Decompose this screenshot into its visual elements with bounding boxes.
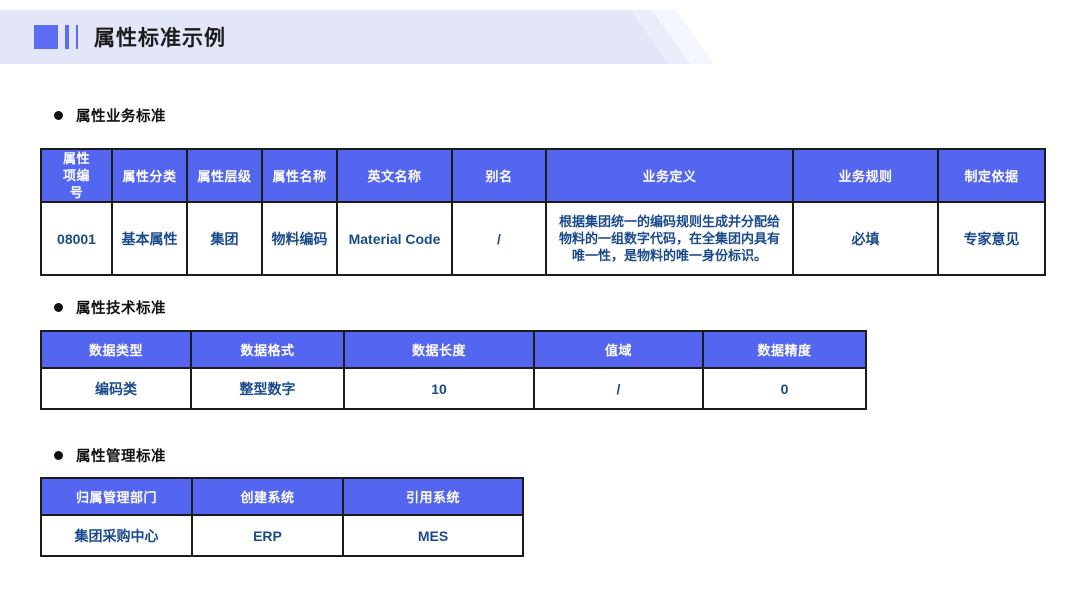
table-row: 编码类 整型数字 10 / 0	[40, 367, 867, 410]
bullet-icon	[54, 111, 63, 120]
technical-standard-table: 数据类型 数据格式 数据长度 值域 数据精度 编码类 整型数字 10 / 0	[40, 330, 867, 410]
data-cell: MES	[342, 514, 524, 557]
header-cell: 属性层级	[186, 148, 263, 203]
header-cell: 创建系统	[191, 477, 344, 516]
data-cell: 物料编码	[261, 201, 338, 276]
header-cell: 数据精度	[702, 330, 867, 369]
data-cell: 0	[702, 367, 867, 410]
header-cell: 引用系统	[342, 477, 524, 516]
data-cell: 专家意见	[937, 201, 1046, 276]
table-header-row: 数据类型 数据格式 数据长度 值域 数据精度	[40, 330, 867, 369]
header-cell: 数据长度	[343, 330, 535, 369]
table-header-row: 属性项编号 属性分类 属性层级 属性名称 英文名称 别名 业务定义 业务规则 制…	[40, 148, 1046, 203]
data-cell: ERP	[191, 514, 344, 557]
bullet-icon	[54, 303, 63, 312]
header-cell: 别名	[451, 148, 547, 203]
data-cell: 集团	[186, 201, 263, 276]
header-cell: 归属管理部门	[40, 477, 193, 516]
data-cell: 编码类	[40, 367, 192, 410]
bullet-icon	[54, 451, 63, 460]
section-title: 属性业务标准	[76, 109, 166, 125]
header-cell: 数据类型	[40, 330, 192, 369]
data-cell: 集团采购中心	[40, 514, 193, 557]
section-label-technical: 属性技术标准	[54, 297, 166, 318]
data-cell: 整型数字	[190, 367, 345, 410]
title-band-main	[0, 10, 668, 64]
title-band: 属性标准示例	[0, 10, 720, 64]
data-cell: 10	[343, 367, 535, 410]
page-title: 属性标准示例	[94, 27, 226, 50]
data-cell: /	[451, 201, 547, 276]
data-cell: Material Code	[336, 201, 453, 276]
header-cell: 数据格式	[190, 330, 345, 369]
header-cell: 属性项编号	[40, 148, 113, 203]
header-cell: 业务定义	[545, 148, 794, 203]
table-header-row: 归属管理部门 创建系统 引用系统	[40, 477, 524, 516]
section-label-business: 属性业务标准	[54, 105, 166, 126]
title-bar-icon	[65, 25, 69, 49]
title-square-icon	[34, 25, 58, 49]
table-row: 集团采购中心 ERP MES	[40, 514, 524, 557]
header-cell: 英文名称	[336, 148, 453, 203]
header-cell: 业务规则	[792, 148, 939, 203]
header-cell: 属性名称	[261, 148, 338, 203]
header-cell: 属性分类	[111, 148, 188, 203]
data-cell: 08001	[40, 201, 113, 276]
data-cell: /	[533, 367, 704, 410]
data-cell: 必填	[792, 201, 939, 276]
section-title: 属性管理标准	[76, 449, 166, 465]
title-area: 属性标准示例	[34, 10, 226, 64]
data-cell: 基本属性	[111, 201, 188, 276]
management-standard-table: 归属管理部门 创建系统 引用系统 集团采购中心 ERP MES	[40, 477, 524, 557]
header-cell: 值域	[533, 330, 704, 369]
data-cell-business-definition: 根据集团统一的编码规则生成并分配给物料的一组数字代码，在全集团内具有唯一性，是物…	[545, 201, 794, 276]
table-row: 08001 基本属性 集团 物料编码 Material Code / 根据集团统…	[40, 201, 1046, 276]
title-bar-icon	[76, 25, 78, 49]
section-title: 属性技术标准	[76, 301, 166, 317]
business-standard-table: 属性项编号 属性分类 属性层级 属性名称 英文名称 别名 业务定义 业务规则 制…	[40, 148, 1046, 276]
header-cell: 制定依据	[937, 148, 1046, 203]
section-label-management: 属性管理标准	[54, 445, 166, 466]
